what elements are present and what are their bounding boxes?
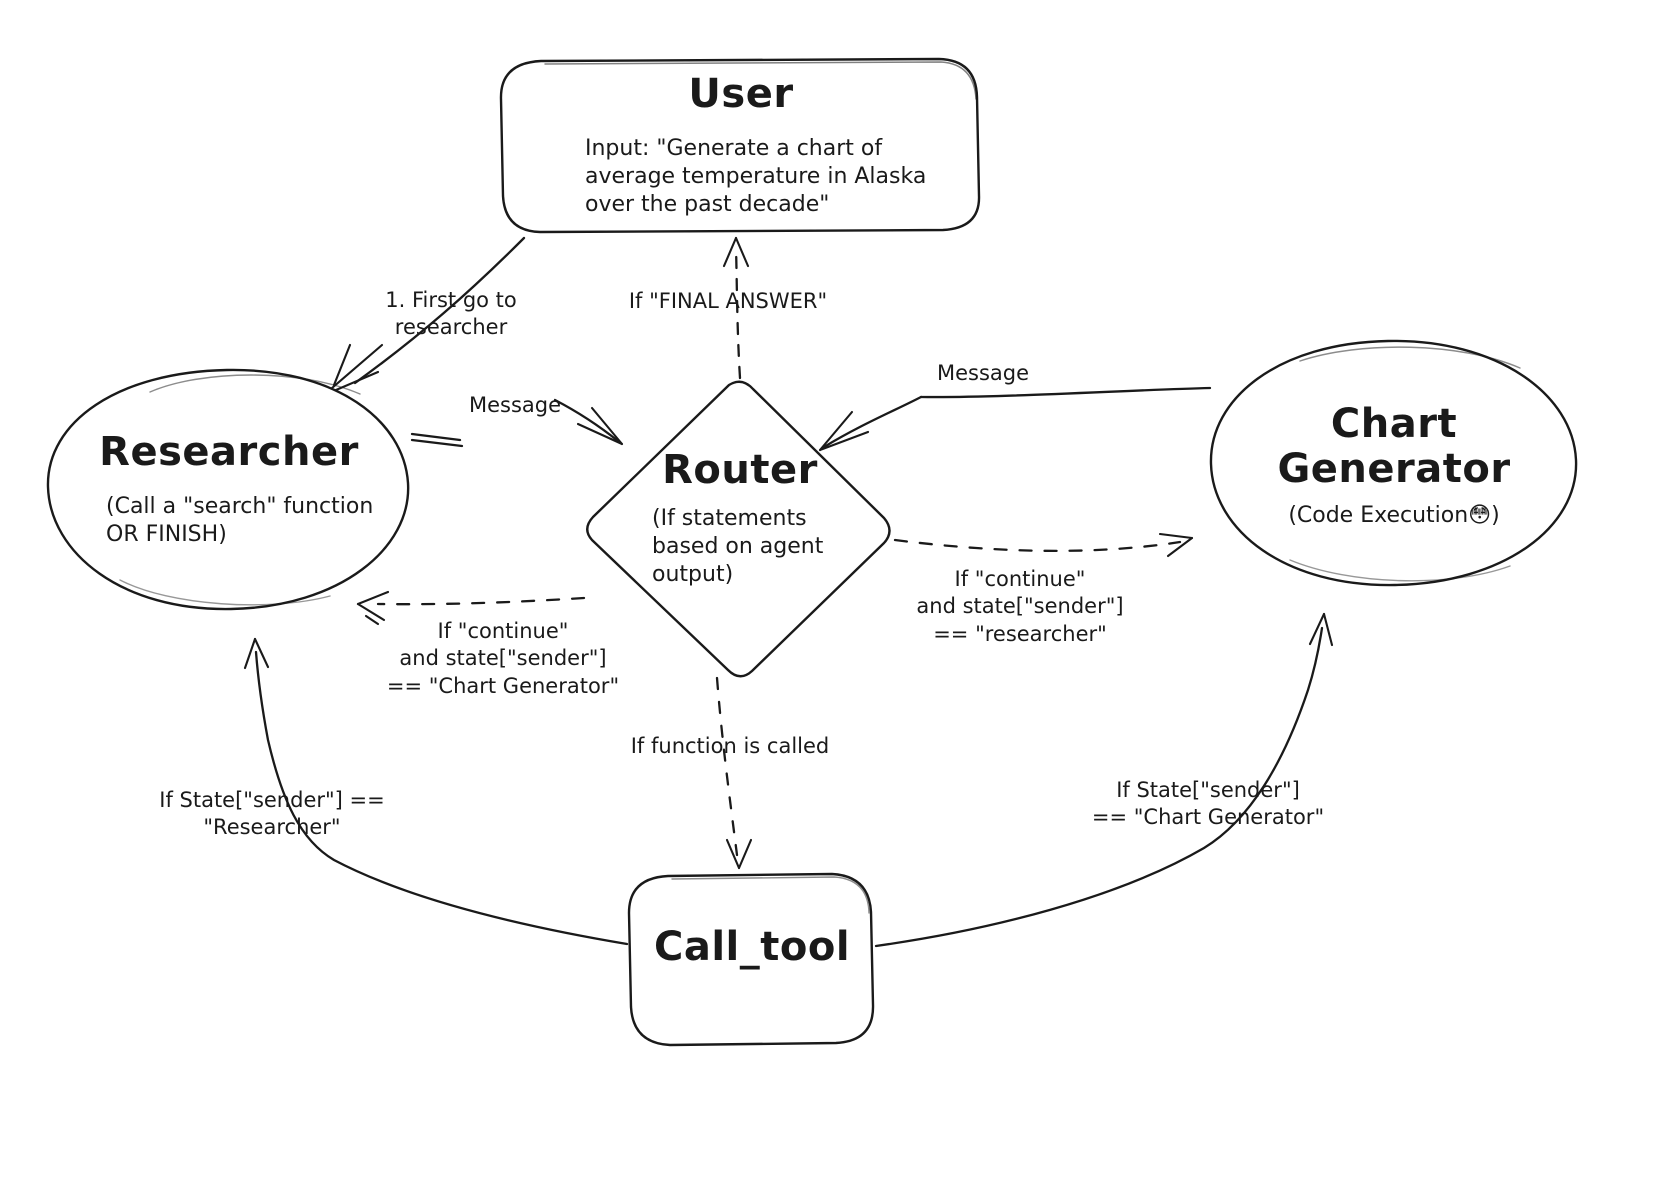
edge-call-tool-to-researcher: [243, 637, 629, 946]
node-user-shape[interactable]: [499, 57, 981, 234]
edge-user-to-researcher: [330, 236, 526, 392]
edge-router-to-researcher: [356, 590, 586, 626]
edge-router-to-call-tool: [715, 676, 753, 870]
node-chart-generator-shape[interactable]: [1209, 339, 1578, 587]
edge-router-to-user: [722, 236, 750, 380]
node-researcher-shape[interactable]: [46, 368, 410, 611]
edge-call-tool-to-chart-generator: [874, 612, 1334, 948]
edge-router-to-chart-generator: [893, 532, 1194, 558]
edge-chart-generator-to-router: [818, 386, 1212, 452]
node-call-tool-shape[interactable]: [627, 872, 875, 1047]
node-router-shape[interactable]: [586, 380, 891, 678]
edge-researcher-to-router: [410, 398, 624, 448]
